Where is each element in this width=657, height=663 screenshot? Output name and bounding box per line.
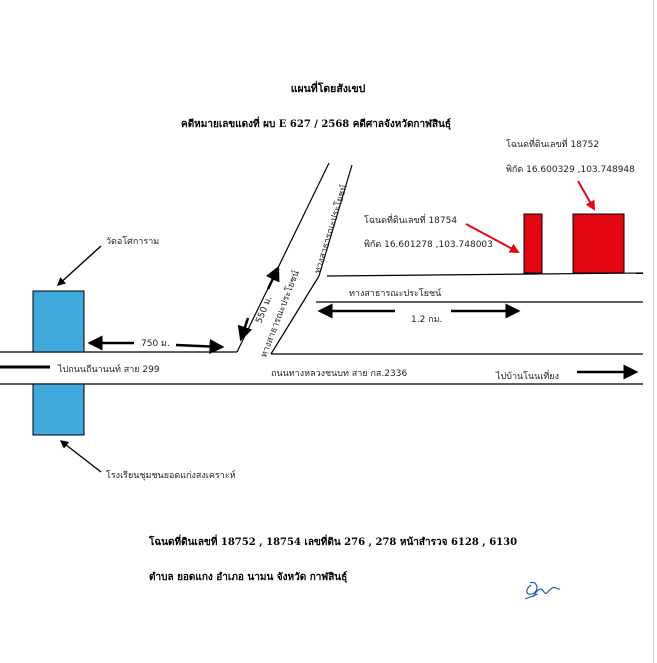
case-number: คดีหมายเลขแดงที่ ผบ E 627 / 2568 คดีศาลจ… (181, 116, 451, 130)
arrow-to-plot-18752 (577, 180, 595, 211)
arrow-to-temple (56, 245, 102, 286)
plot-18752 (572, 213, 625, 274)
distance-550-arrow-down (237, 317, 253, 342)
diagonal-road-label-upper: ทางสาธารณะประโยชน์ (311, 183, 349, 275)
diagonal-road-right-edge-upper (318, 164, 353, 277)
distance-750-arrow-right (175, 338, 225, 354)
distance-750-label: 750 ม. (141, 339, 170, 349)
plot-18754-coords: พิกัด 16.601278 ,103.748003 (364, 239, 493, 250)
signature (524, 581, 561, 600)
arrow-to-school (59, 440, 102, 473)
plot-18752-deed: โฉนดที่ดินเลขที่ 18752 (506, 137, 599, 150)
distance-550-arrow-up (265, 265, 280, 290)
plot-18754-deed: โฉนดที่ดินเลขที่ 18754 (364, 213, 457, 226)
footer-location-line: ตำบล ยอดแกง อำเภอ นามน จังหวัด กาฬสินธุ์ (149, 571, 347, 583)
highway-label: ถนนทางหลวงชนบท สาย กส.2336 (271, 369, 407, 379)
school-label: โรงเรียนชุมชนยอดแก่งสงเคราะห์ (106, 469, 236, 481)
diagonal-road-right-edge-lower (270, 275, 320, 355)
temple-building (32, 290, 85, 353)
diagonal-road-left-edge (236, 162, 330, 353)
plot-18754 (523, 213, 543, 274)
map-title: แผนที่โดยสังเขป (291, 80, 366, 95)
temple-label: วัดอโศการาม (106, 236, 159, 247)
to-bannon-label: ไปบ้านโนนเที่ยง (495, 369, 559, 382)
plot-18752-coords: พิกัด 16.600329 ,103.748948 (506, 164, 635, 175)
school-building (32, 383, 85, 436)
to-nanon-label: ไปถนนถีนานนท์ สาย 299 (57, 363, 160, 375)
footer-deeds-line: โฉนดที่ดินเลขที่ 18752 , 18754 เลขที่ดิน… (148, 534, 517, 548)
public-road-label: ทางสาธารณะประโยชน์ (349, 287, 441, 299)
distance-1-2-label: 1.2 กม. (411, 315, 442, 325)
arrow-to-plot-18754 (465, 223, 520, 253)
